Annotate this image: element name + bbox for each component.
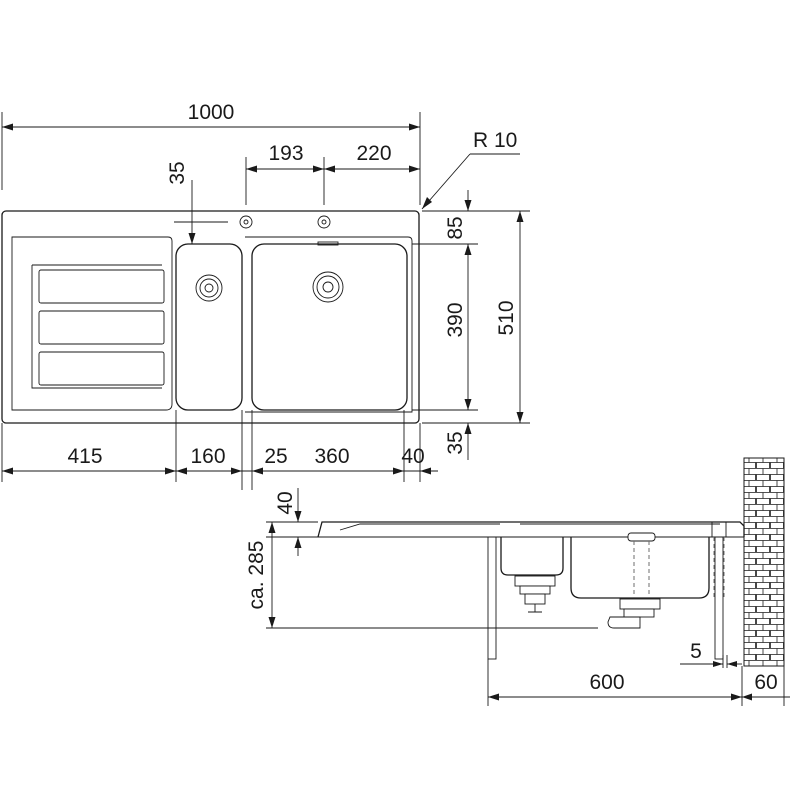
label-right-margin: 40 (401, 445, 424, 468)
label-overall-width: 1000 (188, 101, 235, 124)
label-corner-radius: R 10 (473, 129, 517, 152)
label-installation-height: ca. 285 (245, 541, 268, 610)
overflow-profile (627, 532, 656, 542)
large-bowl-profile (570, 537, 710, 599)
label-wall-gap: 5 (690, 640, 702, 663)
large-bowl (251, 243, 408, 411)
right-recess (245, 236, 413, 413)
dim-tap-holes: 193 220 (245, 142, 420, 205)
label-tap-hole-spacing: 193 (268, 142, 303, 165)
dim-wall-gap: 5 (680, 640, 742, 668)
dim-installation-height: ca. 285 (245, 522, 598, 629)
dim-overall-width: 1000 (1, 101, 421, 205)
label-overall-depth: 510 (495, 300, 518, 335)
label-bowl-gap: 25 (264, 445, 287, 468)
side-view: 40 ca. 285 5 (245, 457, 790, 706)
cabinet-panel-left (487, 536, 497, 660)
sink-rim-profile (317, 521, 745, 538)
label-rim-height: 40 (274, 491, 297, 514)
small-bowl (175, 243, 243, 411)
label-drainer-width: 415 (67, 445, 102, 468)
label-wall-offset: 60 (754, 671, 777, 694)
dim-cabinet-width: 600 60 (487, 659, 790, 706)
drainer-grooves (31, 264, 165, 389)
dim-rim-height: 40 (266, 488, 318, 556)
label-cabinet-width: 600 (589, 671, 624, 694)
tap-hole-icon (239, 215, 253, 229)
large-bowl-drain-icon (312, 271, 344, 303)
small-bowl-waste-icon (514, 575, 556, 613)
cabinet-panel-right (714, 536, 724, 660)
label-large-bowl-width: 360 (314, 445, 349, 468)
dim-widths: 415 160 25 360 40 (1, 410, 438, 490)
dim-depths: 85 390 35 510 (412, 190, 530, 460)
top-view: 1000 193 220 35 R 10 (1, 101, 530, 490)
brick-wall (743, 457, 785, 667)
dim-tap-hole-edge: 35 (166, 161, 196, 244)
label-tap-hole-from-edge: 35 (166, 161, 189, 184)
sink-outline (1, 210, 420, 424)
tap-hole-icon-2 (317, 215, 331, 229)
label-rear-margin: 85 (444, 216, 467, 239)
label-small-bowl-width: 160 (190, 445, 225, 468)
label-tap-hole-offset: 220 (356, 142, 391, 165)
large-bowl-waste-icon (607, 598, 661, 629)
dim-corner-radius: R 10 (421, 129, 520, 210)
label-front-margin: 35 (444, 431, 467, 454)
drainer-recess (11, 236, 173, 411)
small-bowl-profile (500, 537, 564, 576)
overflow-slot (317, 241, 339, 246)
small-bowl-drain-icon (195, 274, 223, 302)
label-bowl-depth: 390 (444, 302, 467, 337)
